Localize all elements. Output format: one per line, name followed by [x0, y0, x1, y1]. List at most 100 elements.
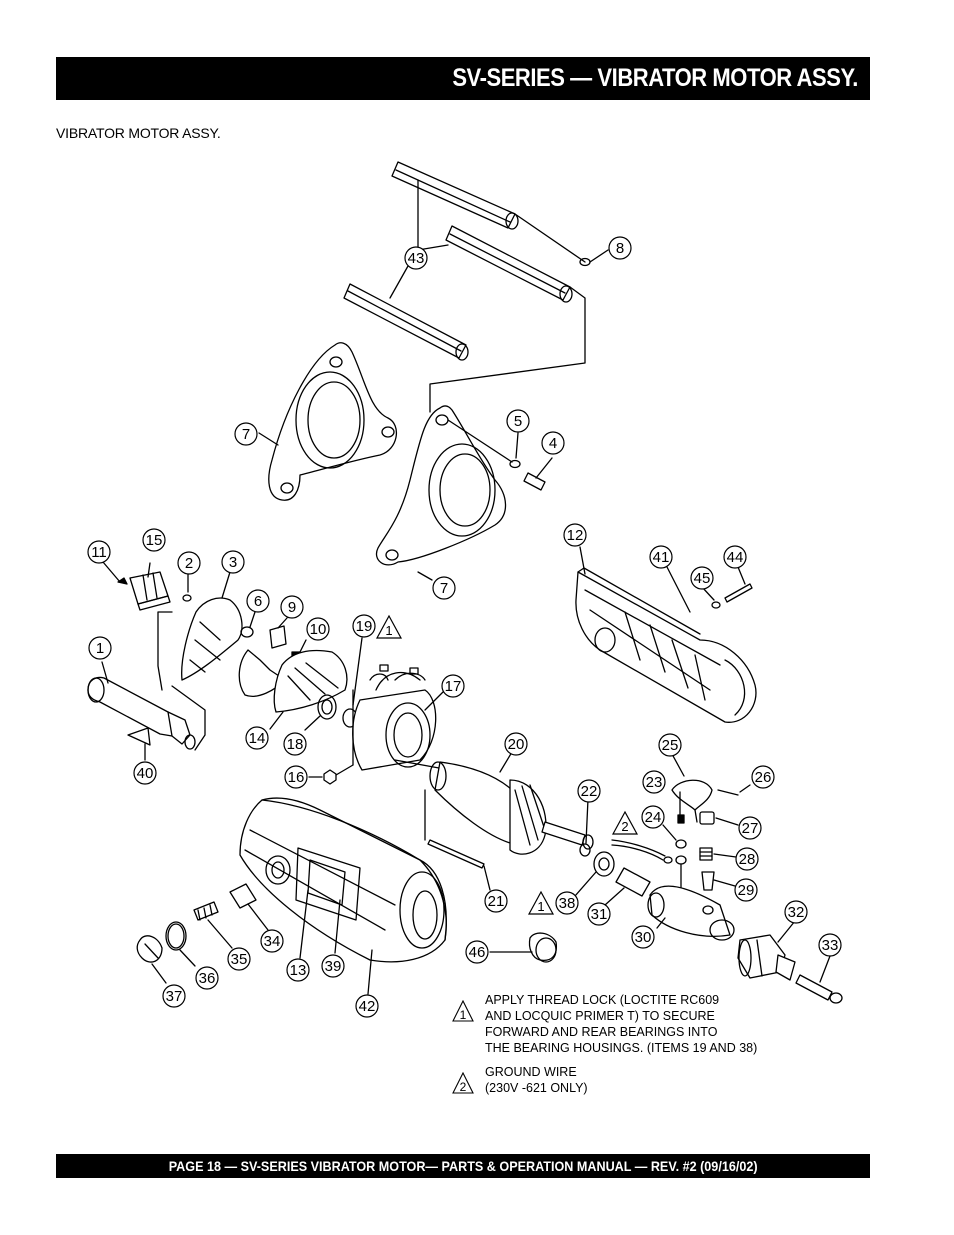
svg-text:30: 30 [635, 929, 652, 946]
svg-text:24: 24 [645, 809, 662, 826]
callout-22: 22 [577, 779, 601, 803]
motor-shell [239, 797, 447, 963]
callout-9: 9 [280, 595, 304, 619]
shaft-rods [343, 161, 573, 361]
svg-text:1: 1 [385, 623, 392, 638]
svg-text:10: 10 [310, 621, 327, 638]
flag-2-ground-wire: 2 [611, 810, 639, 835]
svg-text:6: 6 [254, 593, 262, 610]
svg-text:14: 14 [249, 730, 266, 747]
rear-cover-plate [273, 649, 348, 713]
svg-text:42: 42 [359, 998, 376, 1015]
callout-29: 29 [734, 878, 758, 902]
note-line: (230V -621 ONLY) [485, 1081, 588, 1095]
svg-text:27: 27 [742, 820, 759, 837]
svg-text:2: 2 [621, 819, 628, 834]
callout-31: 31 [587, 902, 611, 926]
svg-text:20: 20 [508, 736, 525, 753]
callout-7: 7 [432, 576, 456, 600]
callout-3: 3 [221, 550, 245, 574]
flag-1-bearing-38: 1 [527, 890, 555, 915]
svg-text:11: 11 [91, 544, 107, 561]
callout-45: 45 [690, 566, 714, 590]
svg-text:1: 1 [460, 1008, 467, 1022]
bearing-plate [181, 597, 243, 681]
callout-38: 38 [555, 891, 579, 915]
callout-17: 17 [441, 674, 465, 698]
callout-12: 12 [563, 523, 587, 547]
callout-34: 34 [260, 929, 284, 953]
callout-26: 26 [751, 765, 775, 789]
assembly-notes: 1 APPLY THREAD LOCK (LOCTITE RC609 AND L… [452, 992, 832, 1104]
callout-4: 4 [541, 431, 565, 455]
stator [352, 664, 437, 771]
callout-11: 11 [87, 540, 111, 564]
end-bell-lower [375, 405, 507, 566]
svg-text:2: 2 [185, 555, 193, 572]
svg-text:18: 18 [287, 736, 304, 753]
callout-37: 37 [162, 984, 186, 1008]
callout-35: 35 [227, 947, 251, 971]
note-flag-2: 2 [452, 1072, 474, 1094]
callout-44: 44 [723, 545, 747, 569]
callout-2: 2 [177, 551, 201, 575]
note-line: FORWARD AND REAR BEARINGS INTO [485, 1025, 718, 1039]
svg-text:8: 8 [616, 240, 624, 257]
callout-23: 23 [642, 770, 666, 794]
svg-text:22: 22 [581, 783, 598, 800]
svg-text:2: 2 [460, 1080, 467, 1094]
callout-28: 28 [735, 847, 759, 871]
note-line: THE BEARING HOUSINGS. (ITEMS 19 AND 38) [485, 1041, 758, 1055]
callout-8: 8 [608, 236, 632, 260]
note-thread-lock: 1 APPLY THREAD LOCK (LOCTITE RC609 AND L… [452, 992, 832, 1056]
svg-text:1: 1 [96, 640, 104, 657]
cord-handle [647, 885, 735, 941]
callout-32: 32 [784, 900, 808, 924]
svg-text:32: 32 [788, 904, 805, 921]
note-flag-1: 1 [452, 1000, 474, 1022]
svg-text:37: 37 [166, 988, 183, 1005]
callout-25: 25 [658, 733, 682, 757]
svg-text:17: 17 [445, 678, 462, 695]
callout-13: 13 [286, 958, 310, 982]
callout-5: 5 [506, 409, 530, 433]
svg-text:46: 46 [469, 944, 486, 961]
svg-text:36: 36 [199, 970, 216, 987]
svg-text:43: 43 [408, 250, 425, 267]
callout-1: 1 [88, 636, 112, 660]
svg-text:23: 23 [646, 774, 663, 791]
svg-text:1: 1 [537, 899, 544, 914]
callout-40: 40 [133, 761, 157, 785]
end-bell-upper [268, 342, 398, 501]
page-header: SV-SERIES — VIBRATOR MOTOR ASSY. [56, 57, 870, 100]
callout-36: 36 [195, 966, 219, 990]
callout-27: 27 [738, 816, 762, 840]
handle [87, 676, 196, 750]
page-title: SV-SERIES — VIBRATOR MOTOR ASSY. [452, 64, 858, 92]
note-line: APPLY THREAD LOCK (LOCTITE RC609 [485, 993, 720, 1007]
note-line: GROUND WIRE [485, 1065, 577, 1079]
svg-text:19: 19 [356, 618, 373, 635]
svg-text:40: 40 [137, 765, 154, 782]
switch-assembly [129, 571, 171, 611]
svg-text:16: 16 [288, 769, 305, 786]
svg-text:21: 21 [488, 893, 505, 910]
callout-20: 20 [504, 732, 528, 756]
svg-text:26: 26 [755, 769, 772, 786]
callout-15: 15 [142, 528, 166, 552]
svg-text:34: 34 [264, 933, 281, 950]
svg-text:39: 39 [325, 958, 342, 975]
svg-text:45: 45 [694, 570, 711, 587]
callout-30: 30 [631, 925, 655, 949]
callout-33: 33 [818, 933, 842, 957]
note-line: AND LOCQUIC PRIMER T) TO SECURE [485, 1009, 715, 1023]
svg-text:4: 4 [549, 435, 557, 452]
svg-text:28: 28 [739, 851, 756, 868]
svg-text:44: 44 [727, 549, 744, 566]
callout-41: 41 [649, 545, 673, 569]
svg-text:7: 7 [440, 580, 448, 597]
callout-42: 42 [355, 994, 379, 1018]
footer-text: PAGE 18 — SV-SERIES VIBRATOR MOTOR— PART… [168, 1158, 758, 1174]
svg-text:12: 12 [567, 527, 584, 544]
svg-text:5: 5 [514, 413, 522, 430]
